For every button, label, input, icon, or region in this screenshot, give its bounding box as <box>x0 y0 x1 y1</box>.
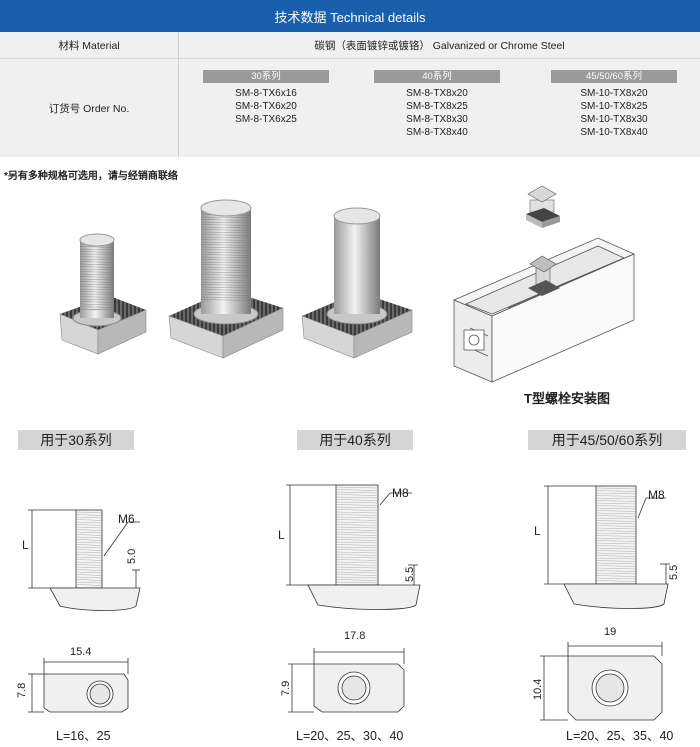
series-tag: 30系列 <box>203 70 329 83</box>
head-height-dim: 5.5 <box>404 566 416 582</box>
length-symbol: L <box>278 528 285 542</box>
length-symbol: L <box>22 538 29 552</box>
length-options-40: L=20、25、30、40 <box>296 729 404 743</box>
top-view-30 <box>28 658 129 713</box>
top-view-45-50-60 <box>540 642 663 721</box>
mounted-bolt-icon <box>528 255 560 296</box>
order-code: SM-8-TX6x20 <box>235 101 297 112</box>
thread-size-label: M6 <box>118 512 135 526</box>
depth-dim: 7.8 <box>16 682 28 698</box>
order-code: SM-8-TX8x20 <box>406 88 468 99</box>
width-dim: 19 <box>604 626 617 638</box>
length-options-30: L=16、25 <box>56 729 111 743</box>
availability-note: *另有多种规格可选用，请与经销商联络 <box>4 171 178 182</box>
top-view-40 <box>288 648 405 713</box>
order-code: SM-10-TX8x40 <box>580 127 648 138</box>
floating-bolt-icon <box>526 185 560 228</box>
order-code: SM-10-TX8x30 <box>580 114 648 125</box>
material-row <box>0 32 700 59</box>
series-45-50-60-block: 45/50/60系列 SM-10-TX8x20 SM-10-TX8x25 SM-… <box>551 70 677 139</box>
series-30-block: 30系列 SM-8-TX6x16 SM-8-TX6x20 SM-8-TX6x25 <box>203 70 329 126</box>
drawing-label-30: 用于30系列 <box>18 430 134 450</box>
drawing-label-45-50-60: 用于45/50/60系列 <box>528 430 686 450</box>
material-label: 材料 Material <box>58 39 120 52</box>
width-dim: 15.4 <box>70 646 92 658</box>
order-code: SM-8-TX8x30 <box>406 114 468 125</box>
order-code: SM-8-TX6x25 <box>235 114 297 125</box>
order-code: SM-8-TX8x40 <box>406 127 468 138</box>
depth-dim: 7.9 <box>280 680 292 696</box>
series-tag: 40系列 <box>374 70 500 83</box>
order-code: SM-8-TX8x25 <box>406 101 468 112</box>
t-bolt-40-photo <box>168 199 284 359</box>
length-options-45-50-60: L=20、25、35、40 <box>566 729 674 743</box>
series-40-block: 40系列 SM-8-TX8x20 SM-8-TX8x25 SM-8-TX8x30… <box>374 70 500 139</box>
side-view-40 <box>286 484 421 610</box>
thread-size-label: M8 <box>392 486 409 500</box>
t-bolt-30-photo <box>59 233 147 355</box>
order-code: SM-8-TX6x16 <box>235 88 297 99</box>
installation-diagram <box>452 185 635 383</box>
order-code: SM-10-TX8x20 <box>580 88 648 99</box>
order-label: 订货号 Order No. <box>48 102 130 115</box>
depth-dim: 10.4 <box>532 678 544 700</box>
order-code: SM-10-TX8x25 <box>580 101 648 112</box>
side-view-45-50-60 <box>544 485 670 609</box>
head-height-dim: 5.0 <box>126 548 138 564</box>
series-tag: 45/50/60系列 <box>551 70 677 83</box>
head-height-dim: 5.5 <box>668 564 680 580</box>
width-dim: 17.8 <box>344 630 366 642</box>
installation-caption: T型螺栓安装图 <box>524 391 610 406</box>
material-value: 碳钢（表面镀锌或镀铬） Galvanized or Chrome Steel <box>314 39 565 52</box>
length-symbol: L <box>534 524 541 538</box>
column-divider <box>178 32 179 157</box>
table-header: 技术数据 Technical details <box>0 0 700 32</box>
t-bolt-45-50-60-photo <box>301 207 413 359</box>
side-view-30 <box>28 509 141 611</box>
drawing-label-40: 用于40系列 <box>297 430 413 450</box>
thread-size-label: M8 <box>648 488 665 502</box>
